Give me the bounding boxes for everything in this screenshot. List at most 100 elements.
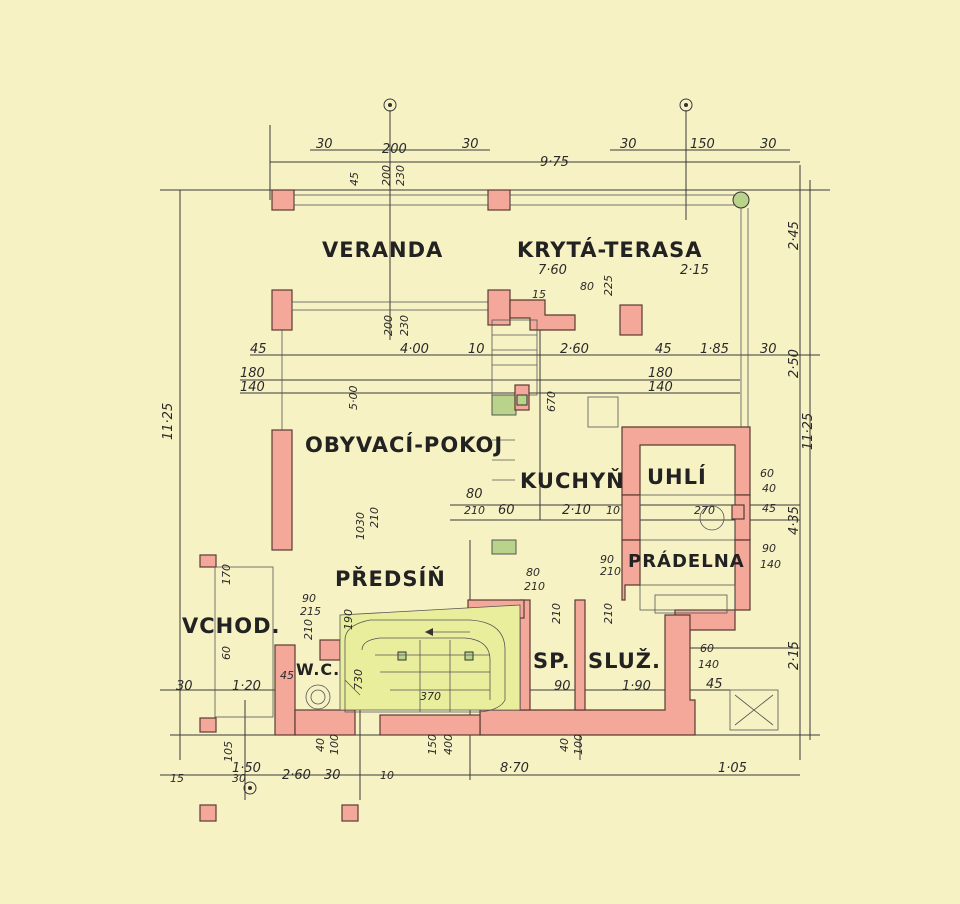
dim-label: 45 <box>250 342 267 357</box>
dim-label: 1·90 <box>622 679 651 694</box>
dim-label: 30 <box>176 679 193 694</box>
room-label-kitchen: KUCHYŇ <box>520 468 625 493</box>
dim-label: 40 <box>314 738 327 752</box>
dim-label: 150 <box>426 734 439 755</box>
walls <box>199 289 751 822</box>
dim-label: 40 <box>558 738 571 752</box>
dim-label: 225 <box>602 275 615 296</box>
fixtures <box>214 396 779 731</box>
dim-label: 10 <box>468 342 485 357</box>
dim-label: 2·45 <box>787 221 802 250</box>
dim-label: 11·25 <box>161 403 176 440</box>
dim-label: 215 <box>300 605 321 618</box>
dim-label: 30 <box>462 137 479 152</box>
dim-label: 200 <box>380 165 393 186</box>
dim-label: 370 <box>420 690 441 703</box>
dim-label: 5·00 <box>347 386 360 411</box>
dim-label: 230 <box>394 165 407 186</box>
dim-label: 190 <box>342 609 355 630</box>
dim-label: 7·60 <box>538 263 567 278</box>
room-label-terrace: KRYTÁ-TERASA <box>517 237 703 262</box>
dim-label: 60 <box>700 642 714 655</box>
dim-label: 15 <box>532 288 546 301</box>
dim-label: 210 <box>368 507 381 528</box>
dim-label: 670 <box>545 391 558 412</box>
axis-markers <box>243 98 693 795</box>
dim-label: 11·25 <box>801 413 816 450</box>
dim-label: 2·60 <box>560 342 589 357</box>
dim-label: 60 <box>498 503 515 518</box>
dim-label: 200 <box>382 142 407 157</box>
dim-label: 210 <box>302 619 315 640</box>
room-label-entrance: VCHOD. <box>182 614 281 638</box>
dim-label: 45 <box>762 502 776 515</box>
room-label-wc: W.C. <box>296 660 340 679</box>
dim-label: 10 <box>380 769 394 782</box>
dim-label: 2·60 <box>282 768 311 783</box>
dim-label: 100 <box>328 734 341 755</box>
dim-label: 90 <box>554 679 571 694</box>
dim-label: 4·00 <box>400 342 429 357</box>
dim-label: 2·15 <box>787 641 802 670</box>
dim-label: 80 <box>580 280 594 293</box>
room-label-hall: PŘEDSÍŇ <box>335 566 446 591</box>
room-label-living: OBYVACÍ-POKOJ <box>305 432 503 457</box>
dim-label: 15 <box>170 772 184 785</box>
dim-label: 45 <box>655 342 672 357</box>
dim-label: 1·05 <box>718 761 747 776</box>
dim-label: 40 <box>762 482 776 495</box>
dim-label: 1030 <box>354 512 367 540</box>
dim-label: 210 <box>524 580 545 593</box>
dim-label: 140 <box>760 558 781 571</box>
dim-label: 105 <box>222 741 235 762</box>
dim-label: 30 <box>324 768 341 783</box>
dim-label: 400 <box>442 734 455 755</box>
dim-label: 9·75 <box>540 155 569 170</box>
dim-label: 210 <box>602 603 615 624</box>
dim-label: 140 <box>698 658 719 671</box>
dim-label: 170 <box>220 564 233 585</box>
dim-label: 150 <box>690 137 715 152</box>
dim-label: 80 <box>466 487 483 502</box>
dim-label: 30 <box>760 342 777 357</box>
room-labels: VERANDA KRYTÁ-TERASA OBYVACÍ-POKOJ KUCHY… <box>182 237 745 679</box>
dim-label: 80 <box>526 566 540 579</box>
fills <box>339 394 521 711</box>
room-label-maid: SLUŽ. <box>588 648 661 673</box>
dim-label: 45 <box>280 669 294 682</box>
dim-label: 4·35 <box>787 506 802 535</box>
dim-label: 60 <box>760 467 774 480</box>
dim-label: 210 <box>600 565 621 578</box>
dimension-labels: 30 200 30 30 150 30 9·75 45 200 230 7·60… <box>161 137 816 785</box>
dim-label: 140 <box>648 380 673 395</box>
dim-label: 270 <box>694 504 715 517</box>
dim-label: 8·70 <box>500 761 529 776</box>
room-label-coal: UHLÍ <box>647 464 707 489</box>
dim-label: 10 <box>606 504 620 517</box>
dim-label: 45 <box>706 677 723 692</box>
room-label-veranda: VERANDA <box>322 238 443 262</box>
dim-label: 30 <box>620 137 637 152</box>
dim-label: 45 <box>348 172 361 186</box>
dim-label: 90 <box>302 592 316 605</box>
dim-label: 1·85 <box>700 342 729 357</box>
dim-label: 230 <box>398 315 411 336</box>
dim-label: 200 <box>382 315 395 336</box>
dim-label: 90 <box>762 542 776 555</box>
dim-label: 1·50 <box>232 761 261 776</box>
room-label-pantry: SP. <box>533 649 571 673</box>
veranda-columns <box>271 189 750 430</box>
dim-label: 140 <box>240 380 265 395</box>
dim-label: 210 <box>550 603 563 624</box>
dim-label: 30 <box>316 137 333 152</box>
dim-label: 180 <box>648 366 673 381</box>
dim-label: 30 <box>232 772 246 785</box>
dim-label: 2·15 <box>680 263 709 278</box>
room-label-laundry: PRÁDELNA <box>628 550 745 572</box>
dim-label: 210 <box>464 504 485 517</box>
dim-label: 30 <box>760 137 777 152</box>
dim-label: 2·10 <box>562 503 591 518</box>
dim-label: 180 <box>240 366 265 381</box>
dim-label: 60 <box>220 646 233 660</box>
